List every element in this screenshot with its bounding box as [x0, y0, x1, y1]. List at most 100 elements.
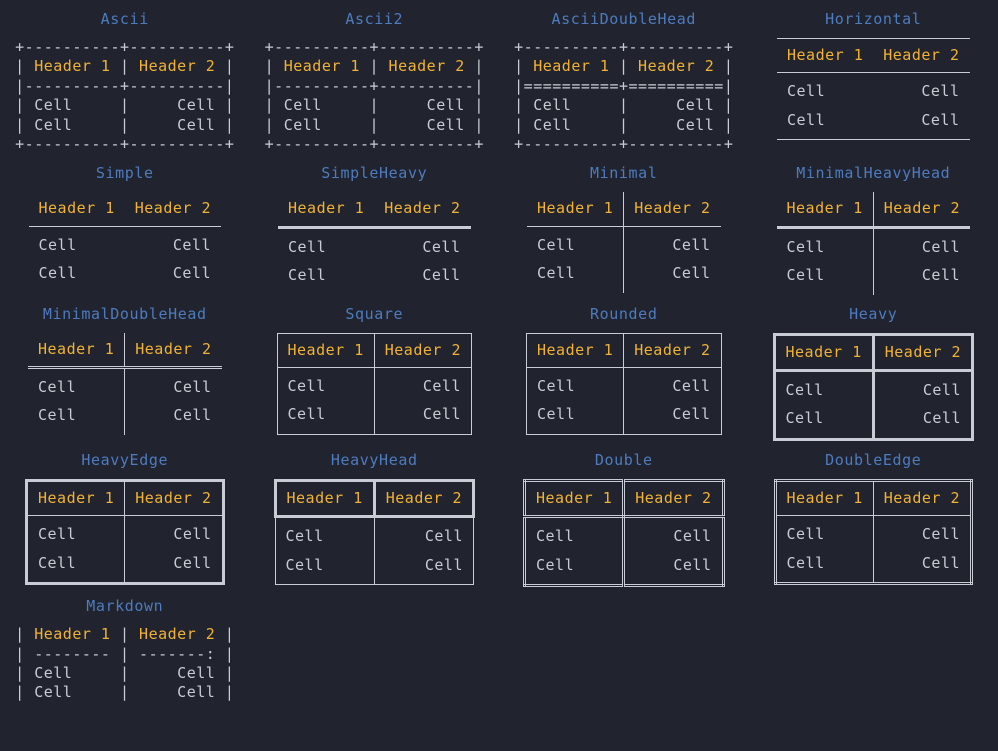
cell-r1c2: Cell	[172, 235, 211, 254]
column-header-1: Header 1	[526, 333, 625, 369]
column-header-1: Header 1	[273, 478, 376, 519]
table-style-title: Heavy	[849, 304, 898, 323]
cell-r1c2: Cell	[672, 235, 711, 254]
table-row: Cell Cell	[29, 226, 222, 264]
column-header-1: Header 1	[774, 334, 875, 373]
table-style-title: Markdown	[86, 597, 164, 616]
column-header-2: Header 2	[873, 480, 972, 517]
cell-r1c2: Cell	[424, 527, 463, 546]
cell-r2c1: Cell	[527, 264, 625, 293]
column-header-1: Header 1	[776, 192, 874, 229]
cell-r2c1: Cell	[288, 266, 327, 285]
cell-r1c1: Cell	[26, 515, 126, 554]
cell-r2c2: Cell	[424, 555, 463, 574]
cell-r1c1: Cell	[524, 516, 626, 556]
cell-r1c1: Cell	[787, 82, 826, 101]
column-header-2: Header 2	[124, 192, 221, 227]
cell-r2c2: Cell	[922, 409, 961, 428]
table-style-title: Ascii2	[345, 10, 404, 28]
column-header-2: Header 2	[124, 332, 222, 370]
cell-r1c1: Cell	[774, 370, 875, 410]
table-style-title: AsciiDoubleHead	[551, 10, 696, 28]
column-header-1: Header 1	[527, 192, 625, 227]
cell-r2c1: Cell	[26, 553, 126, 584]
cell-r2c2: Cell	[672, 264, 711, 283]
table-row: Cell Cell	[26, 553, 224, 584]
column-header-1: Header 1	[278, 192, 375, 229]
table-row: Cell Cell	[527, 226, 721, 265]
column-header-2: Header 2	[873, 38, 970, 74]
table-style-title: Minimal	[590, 164, 658, 183]
cell-r2c2: Cell	[921, 553, 960, 572]
cell-r1c1: Cell	[38, 235, 77, 254]
cell-r1c1: Cell	[527, 226, 625, 265]
cell-r2c2: Cell	[173, 553, 212, 572]
table-style-title: HeavyHead	[330, 450, 418, 469]
column-header-2: Header 2	[623, 480, 723, 519]
cell-r1c1: Cell	[776, 227, 874, 267]
cell-r2c1: Cell	[775, 553, 874, 584]
cell-r2c1: Cell	[38, 264, 77, 283]
ascii-table: | Header 1 | Header 2 | | -------- | ---…	[15, 625, 235, 702]
table-style-gallery: Ascii +----------+----------+ | Header 1 …	[0, 0, 998, 703]
table-card: Ascii+----------+----------+ | Header 1 …	[0, 0, 250, 154]
table-style-title: Ascii	[100, 10, 149, 28]
cell-r2c1: Cell	[28, 406, 126, 435]
table-card: Markdown | Header 1 | Header 2 | | ------…	[0, 587, 250, 703]
cell-r2c1: Cell	[524, 555, 626, 586]
cell-r1c1: Cell	[288, 237, 327, 256]
column-header-1: Header 1	[28, 332, 126, 370]
table-style-title: HeavyEdge	[81, 450, 169, 469]
ascii-table: +----------+----------+ | Header 1 | Hea…	[514, 38, 734, 154]
table-style-title: Double	[594, 450, 653, 469]
cell-r1c1: Cell	[28, 367, 126, 407]
column-header-1: Header 1	[28, 192, 125, 227]
cell-r1c1: Cell	[277, 367, 375, 406]
column-header-2: Header 2	[374, 333, 472, 369]
cell-r2c1: Cell	[787, 110, 826, 129]
cell-r2c2: Cell	[672, 405, 711, 424]
cell-r2c1: Cell	[277, 405, 375, 435]
column-header-1: Header 1	[777, 38, 874, 74]
table-style-title: SimpleHeavy	[321, 164, 428, 183]
column-header-2: Header 2	[623, 192, 721, 227]
cell-r2c2: Cell	[422, 405, 461, 424]
cell-r2c2: Cell	[921, 266, 960, 285]
